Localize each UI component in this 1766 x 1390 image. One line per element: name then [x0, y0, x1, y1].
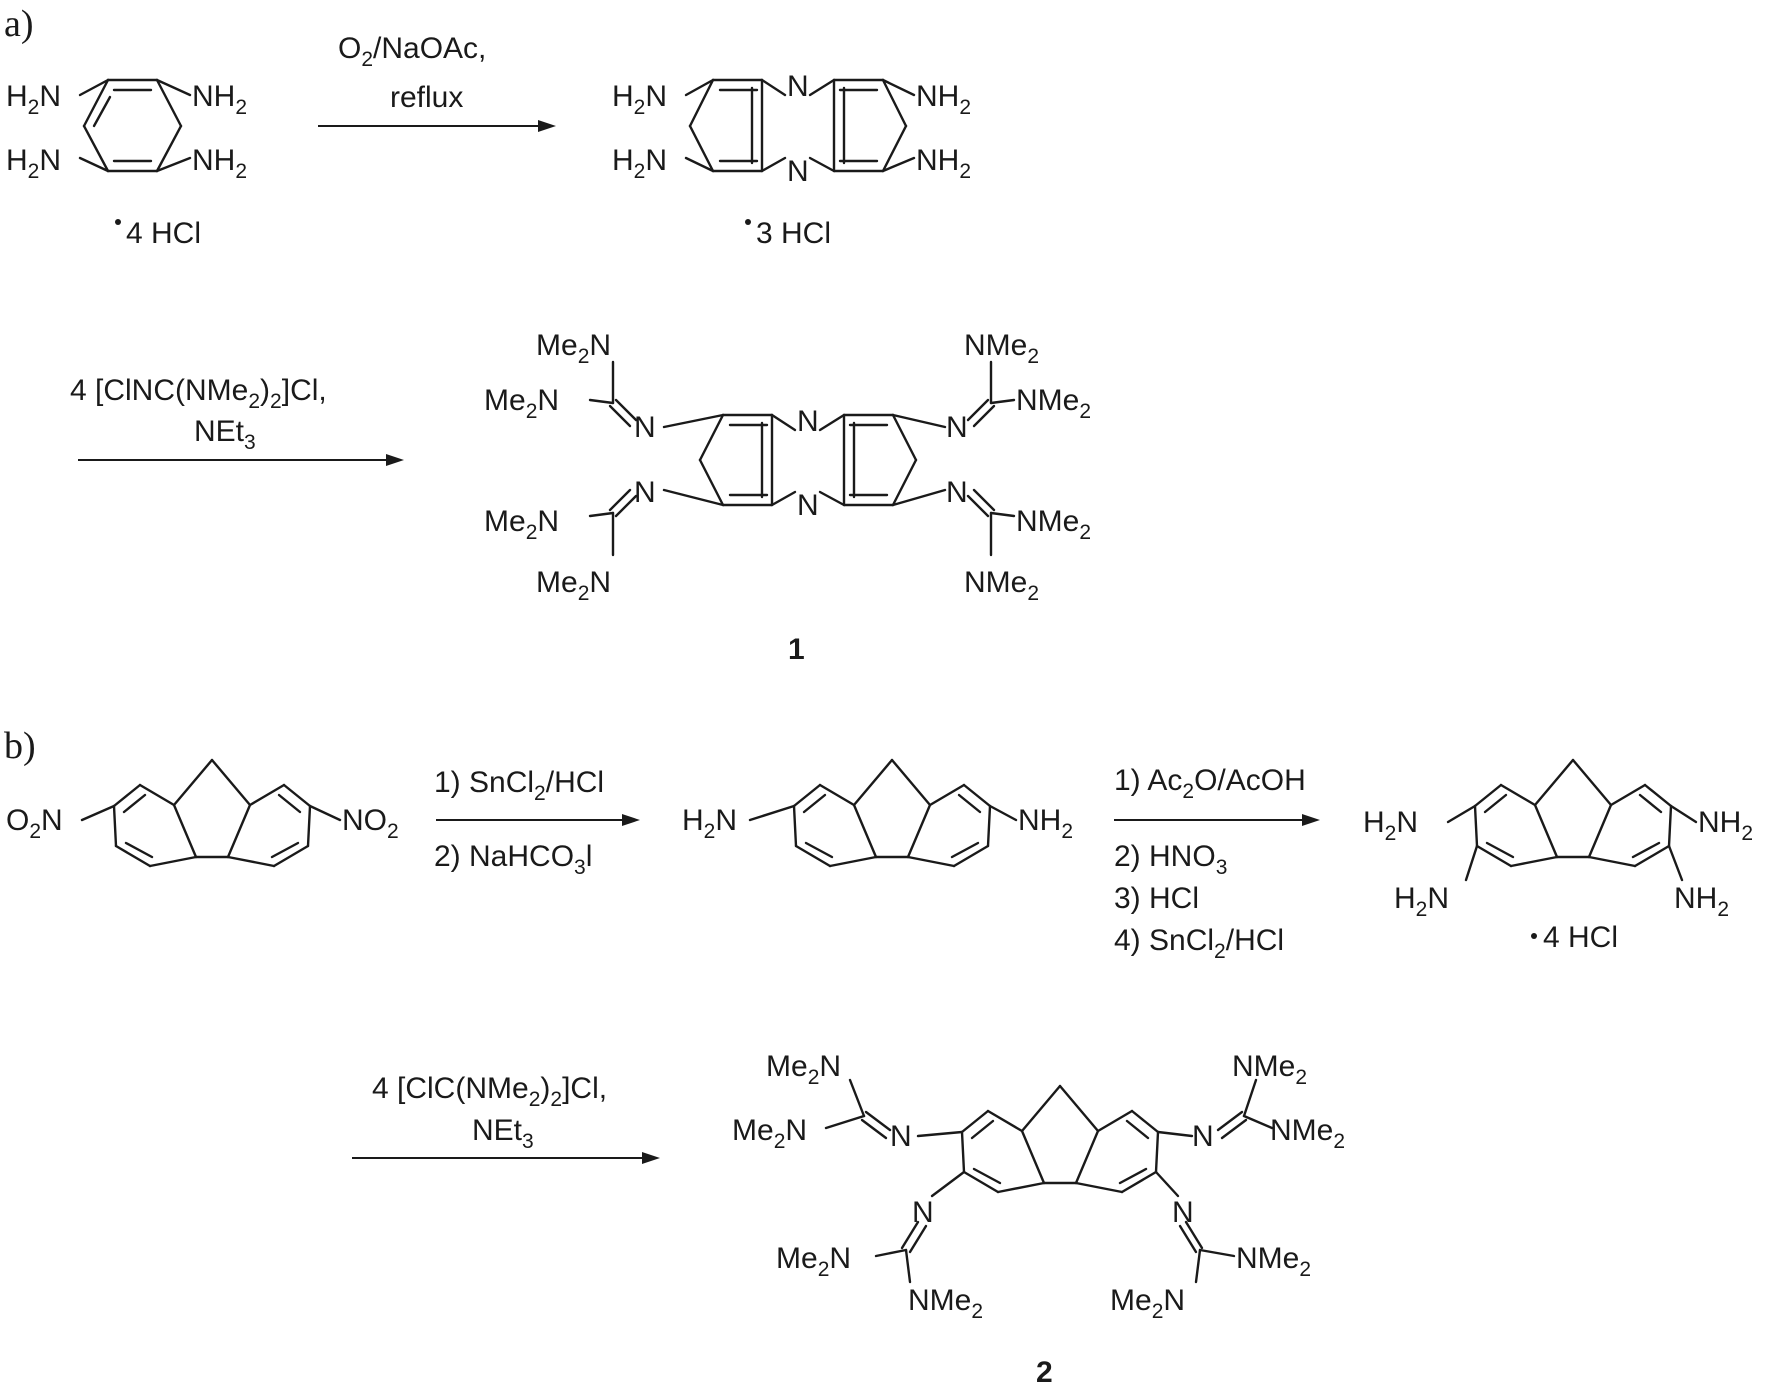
- fluorene-core: [112, 758, 312, 868]
- dimethylamino-label: Me2N: [536, 566, 611, 605]
- amino-label: NH2: [916, 144, 971, 183]
- amino-label: H2N: [6, 144, 61, 183]
- reagent-reflux: reflux: [390, 81, 463, 114]
- reagent-net3: NEt3: [194, 415, 256, 454]
- phenazine-core: [698, 413, 918, 507]
- fluorene-core: [1473, 758, 1673, 868]
- phenazine-core: [688, 78, 908, 173]
- ring-nitrogen-label: N: [797, 405, 819, 438]
- product-2-structure: N N N N Me2N Me2N Me2N NMe2 NMe2 NMe2 NM…: [732, 1050, 1345, 1389]
- diaminofluorene-structure: H2N NH2: [682, 758, 1073, 868]
- dimethylamino-label: Me2N: [484, 505, 559, 544]
- reagent-guanidinylation: 4 [ClC(NMe2)2]Cl,: [372, 1072, 607, 1111]
- reaction-arrow-b3: 4 [ClC(NMe2)2]Cl, NEt3: [352, 1072, 660, 1164]
- amino-label: H2N: [612, 144, 667, 183]
- dimethylamino-label: Me2N: [766, 1050, 841, 1089]
- panel-label-a: a): [4, 3, 34, 45]
- salt-label: 4 HCl: [1543, 921, 1618, 954]
- dinitrofluorene-structure: O2N NO2: [6, 758, 399, 868]
- salt-dot: [745, 219, 751, 225]
- reagent-hcl: 3) HCl: [1114, 882, 1199, 915]
- dimethylamino-label: NMe2: [1016, 384, 1091, 423]
- fluorene-core: [960, 1084, 1160, 1194]
- product-1-structure: N N N N N N Me2N Me2N Me2N Me2N NMe2 N: [484, 329, 1091, 666]
- amino-label: NH2: [1674, 882, 1729, 921]
- ring-nitrogen-label: N: [787, 70, 809, 103]
- amino-label: H2N: [682, 804, 737, 843]
- amino-label: NH2: [1018, 804, 1073, 843]
- dimethylamino-label: NMe2: [908, 1284, 983, 1323]
- reagent-guanidinylation: 4 [ClNC(NMe2)2]Cl,: [70, 374, 327, 413]
- salt-label: 4 HCl: [126, 217, 201, 250]
- tetraaminobenzene-structure: H2N H2N NH2 NH2 4 HCl: [6, 78, 247, 250]
- amino-label: H2N: [6, 80, 61, 119]
- dimethylamino-label: NMe2: [1236, 1242, 1311, 1281]
- nitro-label: O2N: [6, 804, 63, 843]
- reaction-arrow-b1: 1) SnCl2/HCl 2) NaHCO3l: [434, 766, 640, 879]
- dimethylamino-label: Me2N: [536, 329, 611, 368]
- reagent-net3: NEt3: [472, 1114, 534, 1153]
- reagent-sncl2-hcl: 1) SnCl2/HCl: [434, 766, 604, 805]
- amino-label: H2N: [1394, 882, 1449, 921]
- compound-number-2: 2: [1036, 1356, 1053, 1389]
- tetraaminophenazine-structure: N N H2N H2N NH2 NH2 3 HCl: [612, 70, 971, 250]
- dimethylamino-label: NMe2: [1016, 505, 1091, 544]
- reaction-arrow-a1: O2/NaOAc, reflux: [318, 32, 556, 132]
- amino-label: NH2: [1698, 806, 1753, 845]
- imine-nitrogen-label: N: [1192, 1120, 1214, 1153]
- dimethylamino-label: Me2N: [732, 1114, 807, 1153]
- imine-nitrogen-label: N: [946, 411, 968, 444]
- salt-dot: [1531, 933, 1537, 939]
- dimethylamino-label: NMe2: [1232, 1050, 1307, 1089]
- tetraaminofluorene-structure: H2N H2N NH2 NH2 4 HCl: [1363, 758, 1753, 954]
- ring-nitrogen-label: N: [797, 489, 819, 522]
- benzene-ring: [82, 78, 183, 173]
- reaction-arrow-b2: 1) Ac2O/AcOH 2) HNO3 3) HCl 4) SnCl2/HCl: [1114, 764, 1320, 963]
- salt-dot: [115, 219, 121, 225]
- dimethylamino-label: Me2N: [1110, 1284, 1185, 1323]
- ring-nitrogen-label: N: [787, 155, 809, 188]
- reaction-arrow-a2: 4 [ClNC(NMe2)2]Cl, NEt3: [70, 374, 404, 466]
- amino-label: NH2: [916, 80, 971, 119]
- nitro-label: NO2: [342, 804, 399, 843]
- salt-label: 3 HCl: [756, 217, 831, 250]
- imine-nitrogen-label: N: [946, 476, 968, 509]
- fluorene-core: [792, 758, 992, 868]
- reagent-hno3: 2) HNO3: [1114, 840, 1227, 879]
- panel-label-b: b): [4, 725, 36, 767]
- dimethylamino-label: Me2N: [776, 1242, 851, 1281]
- dimethylamino-label: Me2N: [484, 384, 559, 423]
- dimethylamino-label: NMe2: [964, 566, 1039, 605]
- amino-label: H2N: [1363, 806, 1418, 845]
- reagent-ac2o-acoh: 1) Ac2O/AcOH: [1114, 764, 1306, 803]
- imine-nitrogen-label: N: [1172, 1196, 1194, 1229]
- amino-label: NH2: [192, 144, 247, 183]
- dimethylamino-label: NMe2: [964, 329, 1039, 368]
- imine-nitrogen-label: N: [634, 411, 656, 444]
- reagent-o2-naoac: O2/NaOAc,: [338, 32, 486, 71]
- reagent-sncl2-hcl: 4) SnCl2/HCl: [1114, 924, 1284, 963]
- dimethylamino-label: NMe2: [1270, 1114, 1345, 1153]
- amino-label: H2N: [612, 80, 667, 119]
- imine-nitrogen-label: N: [912, 1196, 934, 1229]
- amino-label: NH2: [192, 80, 247, 119]
- imine-nitrogen-label: N: [634, 476, 656, 509]
- compound-number-1: 1: [788, 633, 805, 666]
- imine-nitrogen-label: N: [890, 1120, 912, 1153]
- reagent-nahco3: 2) NaHCO3l: [434, 840, 592, 879]
